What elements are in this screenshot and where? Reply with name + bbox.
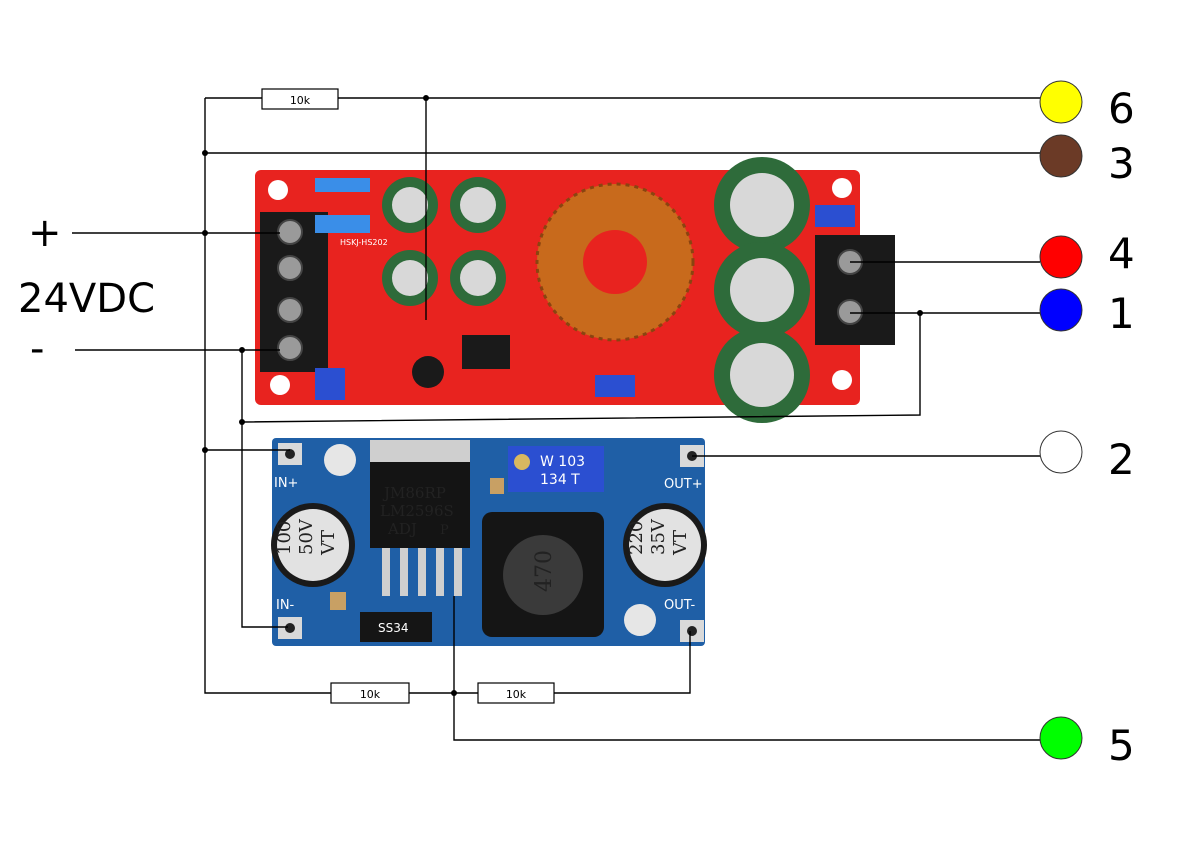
buck-inductor: 470 (482, 512, 604, 637)
terminal-5: 5 (1039, 716, 1135, 770)
resistor-bottom-right: 10k (477, 682, 555, 704)
mount-hole (268, 180, 288, 200)
pin-label-in-minus: IN- (276, 598, 295, 613)
mount-hole (324, 444, 356, 476)
terminal-dot (1039, 430, 1083, 474)
terminal-number: 2 (1108, 435, 1135, 484)
boost-converter-module: HSKJ-HS202 (255, 157, 895, 423)
terminal-dot (1039, 80, 1083, 124)
terminal-dot (1039, 235, 1083, 279)
input-capacitor: 100 50V VT (271, 503, 355, 587)
pin-label-out-plus: OUT+ (664, 477, 703, 492)
svg-text:50V: 50V (296, 518, 317, 555)
chip-line-3: ADJ (387, 520, 417, 538)
svg-text:VT: VT (318, 530, 339, 556)
lm2596-chip: JM86RP LM2596S ADJ P (370, 440, 470, 596)
diode: SS34 (360, 612, 432, 642)
pin-label-in-plus: IN+ (274, 476, 298, 491)
supply-voltage-label: 24VDC (18, 276, 155, 322)
screw (277, 297, 303, 323)
chip-line-1: JM86RP (382, 484, 446, 502)
svg-text:SS34: SS34 (378, 621, 409, 635)
wire-left-rail (204, 98, 331, 694)
screw (277, 255, 303, 281)
resistor-top: 10k (261, 88, 339, 110)
mount-hole (624, 604, 656, 636)
svg-text:W 103: W 103 (540, 454, 585, 470)
svg-text:10k: 10k (506, 688, 527, 701)
small-capacitor (490, 478, 504, 494)
wire-5 (453, 596, 1040, 741)
svg-text:220: 220 (626, 521, 647, 555)
svg-text:35V: 35V (648, 518, 669, 555)
boost-ic (462, 335, 510, 369)
capacitor (714, 157, 810, 423)
buck-converter-module: IN+ IN- OUT+ OUT- 100 50V VT JM86RP LM25… (271, 438, 707, 646)
svg-text:100: 100 (274, 521, 295, 555)
supply-plus-label: + (28, 210, 62, 256)
small-capacitor (330, 592, 346, 610)
chip-line-2: LM2596S (380, 502, 454, 520)
terminal-number: 1 (1108, 289, 1135, 338)
toroid-inductor (535, 182, 695, 342)
supply-minus-label: - (30, 326, 44, 372)
wire-divider-out (554, 631, 691, 694)
terminal-number: 5 (1108, 721, 1135, 770)
wiring (72, 97, 1040, 741)
svg-text:10k: 10k (360, 688, 381, 701)
screw (277, 335, 303, 361)
buck-potentiometer: W 103 134 T (508, 446, 604, 492)
terminal-2: 2 (1039, 430, 1135, 484)
screw (837, 299, 863, 325)
svg-text:134 T: 134 T (540, 472, 580, 488)
mount-hole (832, 370, 852, 390)
junction-dots (202, 95, 923, 696)
svg-text:10k: 10k (290, 94, 311, 107)
terminal-dot (1039, 288, 1083, 332)
wire-1-return (241, 313, 921, 423)
fuse (315, 178, 370, 192)
terminal-number: 3 (1108, 139, 1135, 188)
terminal-1: 1 (1039, 288, 1135, 338)
output-capacitor: 220 35V VT (623, 503, 707, 587)
terminal-6: 6 (1039, 80, 1135, 133)
fuse (315, 215, 370, 233)
potentiometer (815, 205, 855, 227)
terminal-3: 3 (1039, 134, 1135, 188)
wire-minus-rail (241, 350, 288, 628)
mount-hole (832, 178, 852, 198)
terminal-dot (1039, 716, 1083, 760)
resistor-bottom-left: 10k (330, 682, 410, 704)
pin-label-out-minus: OUT- (664, 598, 695, 613)
terminal-4: 4 (1039, 229, 1135, 279)
chip-suffix: P (440, 523, 449, 538)
svg-text:470: 470 (532, 550, 557, 592)
terminal-number: 4 (1108, 229, 1135, 278)
terminal-dot (1039, 134, 1083, 178)
svg-text:VT: VT (670, 530, 691, 556)
capacitor (382, 177, 506, 306)
small-capacitor (412, 356, 444, 388)
terminal-number: 6 (1108, 84, 1135, 133)
potentiometer (595, 375, 635, 397)
mount-hole (270, 375, 290, 395)
boost-silkscreen: HSKJ-HS202 (340, 238, 388, 247)
screw (277, 219, 303, 245)
potentiometer (315, 368, 345, 400)
